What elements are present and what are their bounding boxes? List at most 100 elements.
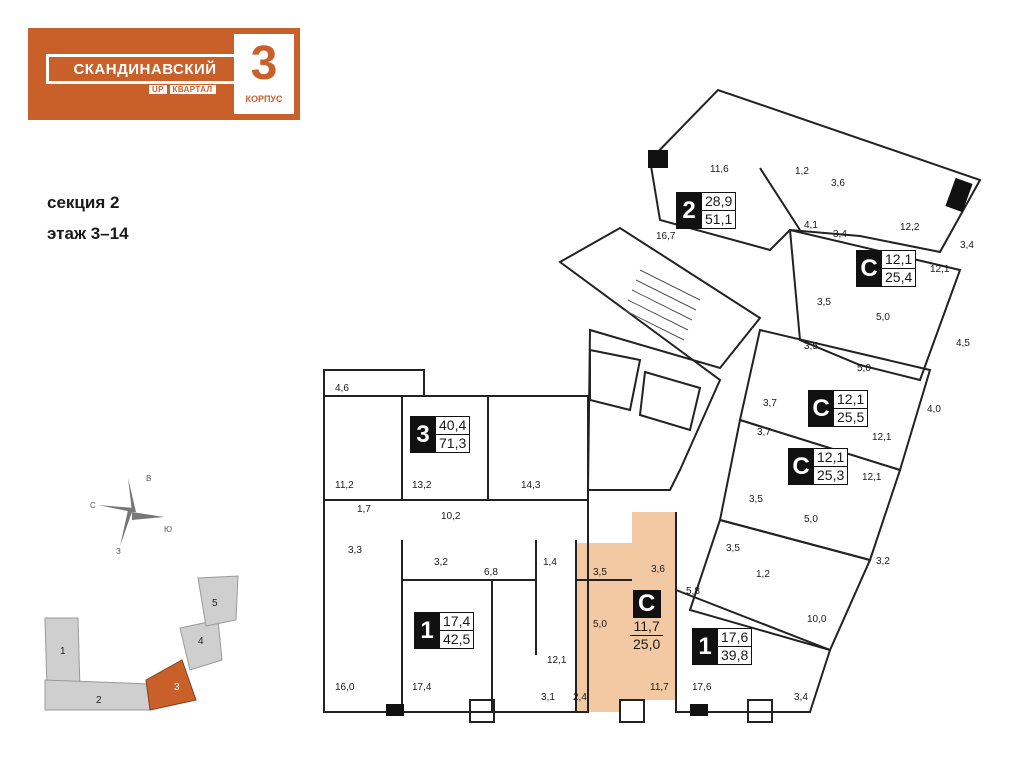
room-area: 12,2 — [900, 222, 920, 233]
room-area: 12,1 — [862, 472, 882, 483]
total-area: 39,8 — [718, 646, 752, 664]
site-label-1: 1 — [60, 646, 66, 657]
room-area: 3,3 — [348, 545, 362, 556]
living-area: 12,1 — [837, 391, 865, 407]
room-area: 4,5 — [956, 338, 970, 349]
logo-tag: КВАРТАЛ — [169, 85, 216, 94]
site-label-2: 2 — [96, 695, 102, 706]
room-area: 10,0 — [807, 614, 827, 625]
apartment-type: 1 — [692, 628, 718, 665]
living-area: 28,9 — [705, 193, 733, 209]
apartment-type: 1 — [414, 612, 440, 649]
total-area: 25,0 — [630, 635, 664, 653]
room-area: 3,1 — [541, 692, 555, 703]
site-label-3: 3 — [174, 682, 180, 693]
total-area: 51,1 — [702, 210, 736, 228]
logo-tagline: UP КВАРТАЛ — [149, 85, 216, 94]
compass-n: В — [146, 474, 151, 483]
project-logo: СКАНДИНАВСКИЙ UP КВАРТАЛ 3 КОРПУС — [28, 28, 300, 120]
room-area: 10,2 — [441, 511, 461, 522]
wall-accents — [386, 150, 973, 716]
room-area: 3,4 — [960, 240, 974, 251]
corpus-number: 3 — [250, 37, 278, 90]
site-building-5 — [197, 575, 239, 627]
room-area: 12,1 — [930, 264, 950, 275]
room-area: 3,5 — [804, 341, 818, 352]
living-area: 17,6 — [721, 629, 749, 645]
apartment-type: 2 — [676, 192, 702, 229]
living-area: 40,4 — [439, 417, 467, 433]
living-area: 12,1 — [817, 449, 845, 465]
site-plan: 1 2 3 4 5 — [44, 575, 239, 711]
room-area: 2,4 — [573, 692, 587, 703]
room-area: 3,2 — [434, 557, 448, 568]
room-area: 5,0 — [804, 514, 818, 525]
apartment-type: С — [856, 250, 882, 287]
room-area: 6,8 — [484, 567, 498, 578]
room-area: 5,0 — [876, 312, 890, 323]
room-area: 16,0 — [335, 682, 355, 693]
room-area: 11,6 — [710, 164, 729, 175]
logo-tag-prefix: UP — [149, 85, 167, 94]
room-area: 14,3 — [521, 480, 541, 491]
total-area: 25,3 — [814, 466, 848, 484]
room-area: 17,6 — [692, 682, 712, 693]
floor-label: этаж 3–14 — [47, 224, 129, 243]
total-area: 71,3 — [436, 434, 470, 452]
room-area: 1,2 — [795, 166, 809, 177]
room-area: 4,6 — [335, 383, 349, 394]
room-area: 3,5 — [593, 567, 607, 578]
room-area: 3,7 — [763, 398, 777, 409]
room-area: 3,5 — [817, 297, 831, 308]
room-area: 5,8 — [686, 586, 700, 597]
corpus-label: КОРПУС — [245, 94, 283, 104]
room-area: 1,2 — [756, 569, 770, 580]
apartment-type: 3 — [410, 416, 436, 453]
total-area: 25,4 — [882, 268, 916, 286]
room-area: 5,0 — [593, 619, 607, 630]
apartment-type: С — [788, 448, 814, 485]
compass-w: С — [90, 501, 96, 510]
apartment-type: С — [808, 390, 834, 427]
compass-rose: В Ю З С — [90, 474, 172, 556]
living-area: 12,1 — [885, 251, 913, 267]
living-area: 17,4 — [443, 613, 471, 629]
living-area: 11,7 — [633, 618, 660, 634]
room-area: 4,1 — [804, 220, 818, 231]
room-area: 3,6 — [651, 564, 665, 575]
highlighted-apartment[interactable] — [576, 512, 676, 712]
room-area: 3,2 — [876, 556, 890, 567]
room-area: 3,4 — [833, 229, 847, 240]
room-area: 3,7 — [757, 427, 771, 438]
compass-e: Ю — [164, 525, 172, 534]
apartment-type: С — [632, 590, 661, 618]
section-label: секция 2 — [47, 193, 120, 212]
room-area: 11,2 — [335, 480, 354, 491]
room-area: 11,7 — [650, 682, 669, 693]
compass-s: З — [116, 547, 121, 556]
room-area: 4,0 — [927, 404, 941, 415]
total-area: 42,5 — [440, 630, 474, 648]
staircase — [623, 269, 701, 341]
site-label-5: 5 — [212, 598, 218, 609]
room-area: 3,5 — [726, 543, 740, 554]
room-area: 13,2 — [412, 480, 432, 491]
room-area: 1,7 — [357, 504, 371, 515]
room-area: 12,1 — [872, 432, 892, 443]
room-area: 3,6 — [831, 178, 845, 189]
room-area: 12,1 — [547, 655, 567, 666]
site-building-3 — [145, 659, 197, 711]
room-area: 3,5 — [749, 494, 763, 505]
site-label-4: 4 — [198, 636, 204, 647]
total-area: 25,5 — [834, 408, 868, 426]
room-area: 5,0 — [857, 363, 871, 374]
